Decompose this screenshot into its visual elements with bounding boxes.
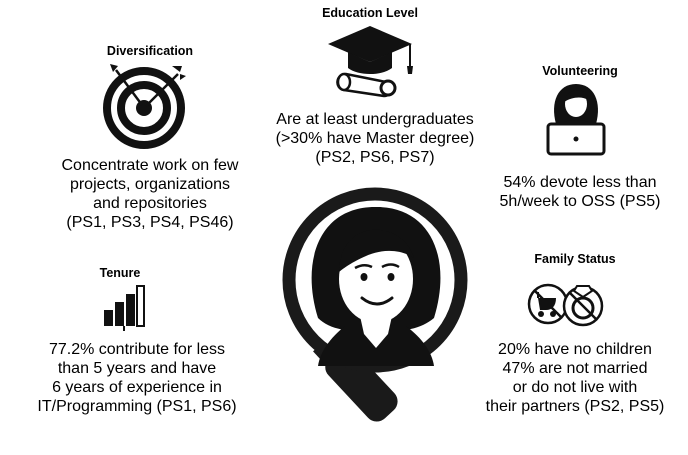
no-ring-icon [562,285,604,327]
diversification-line-1: Concentrate work on few [61,157,239,174]
education-section: Education Level [275,6,465,21]
education-title: Education Level [322,6,418,20]
volunteering-section: Volunteering [510,64,650,79]
family-line-1: 20% have no children [498,341,652,358]
diversification-text: Concentrate work on few projects, organi… [30,156,270,232]
family-line-4: their partners (PS2, PS5) [485,398,665,415]
no-stroller-icon [527,283,569,325]
education-text: Are at least undergraduates (>30% have M… [255,110,495,167]
graduation-cap-icon [328,26,413,98]
target-icon [103,64,186,149]
tenure-line-4: IT/Programming (PS1, PS6) [37,398,237,415]
bar-steps-icon [104,285,145,331]
family-line-3: or do not live with [512,379,638,396]
family-section: Family Status [505,252,645,267]
tenure-section: Tenure [70,266,170,281]
diversification-line-4: (PS1, PS3, PS4, PS46) [66,214,234,231]
volunteering-title: Volunteering [542,64,618,78]
volunteering-line-1: 54% devote less than [503,174,657,191]
tenure-text: 77.2% contribute for less than 5 years a… [2,340,272,416]
family-text: 20% have no children 47% are not married… [465,340,685,416]
woman-laptop-icon [546,84,606,156]
tenure-line-3: 6 years of experience in [52,379,222,396]
tenure-line-2: than 5 years and have [57,360,217,377]
tenure-title: Tenure [99,266,141,280]
tenure-line-1: 77.2% contribute for less [48,341,226,358]
diversification-line-2: projects, organizations [69,176,231,193]
education-line-1: Are at least undergraduates [276,111,474,128]
volunteering-line-2: 5h/week to OSS (PS5) [499,193,661,210]
family-title: Family Status [534,252,616,266]
diversification-section: Diversification [40,44,260,59]
education-line-3: (PS2, PS6, PS7) [315,149,435,166]
volunteering-text: 54% devote less than 5h/week to OSS (PS5… [470,173,688,211]
diversification-line-3: and repositories [93,195,207,212]
family-line-2: 47% are not married [502,360,648,377]
diversification-title: Diversification [106,44,194,58]
education-line-2: (>30% have Master degree) [275,130,475,147]
